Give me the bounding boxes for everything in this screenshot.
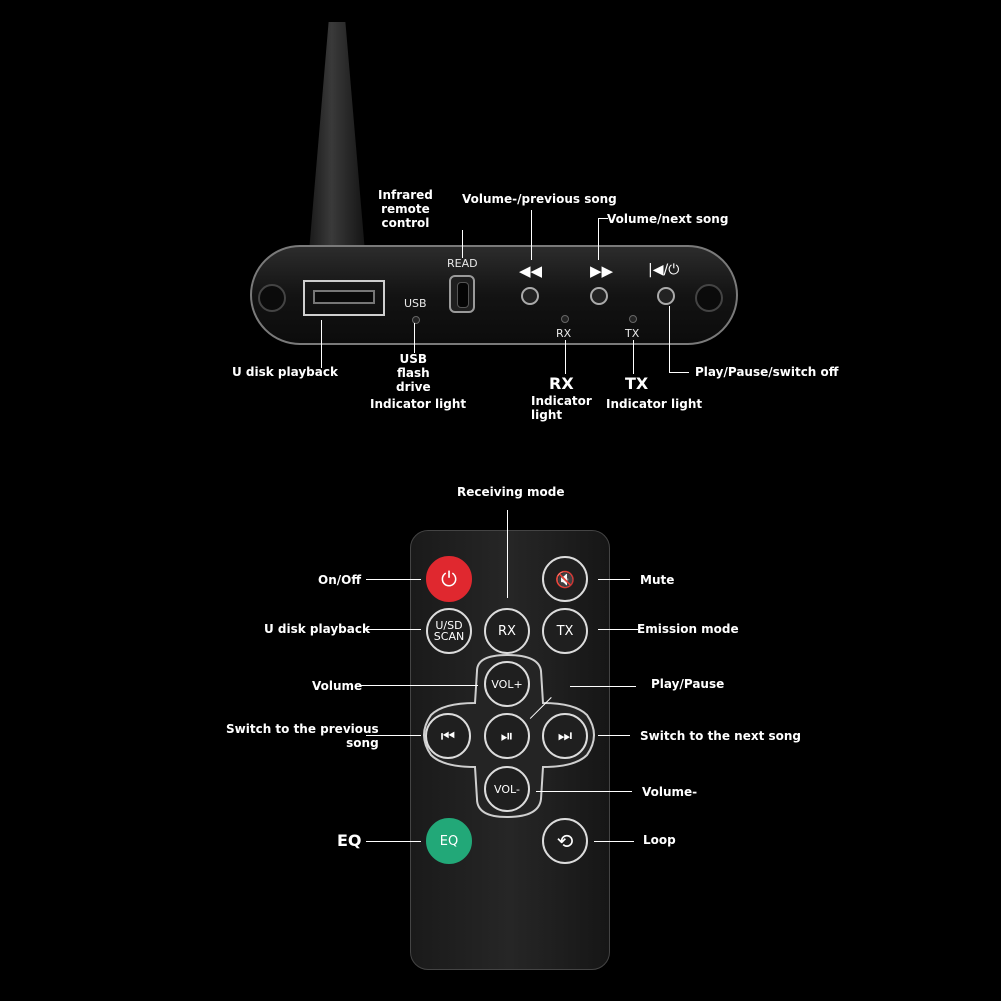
callout-line [570, 686, 636, 687]
read-switch[interactable] [449, 275, 475, 313]
label-rx-indicator: Indicator light [531, 394, 592, 422]
play-pause-button[interactable]: ⏯ [484, 713, 530, 759]
callout-line [507, 510, 508, 598]
callout-line [414, 323, 415, 353]
label-play-pause: Play/Pause [651, 677, 725, 691]
tx-led [629, 315, 637, 323]
label-volume-prev: Volume-/previous song [462, 192, 617, 206]
previous-song-button[interactable]: ⏮ [425, 713, 471, 759]
usb-port[interactable] [303, 280, 385, 316]
label-u-disk-remote: U disk playback [264, 622, 370, 636]
callout-line [366, 579, 421, 580]
vol-up-button[interactable]: VOL+ [484, 661, 530, 707]
callout-line [633, 340, 634, 374]
label-usb-flash: USB flash drive [396, 352, 431, 394]
label-receiving-mode: Receiving mode [457, 485, 565, 499]
tx-button[interactable]: TX [542, 608, 588, 654]
usb-text: USB [404, 297, 427, 310]
usd-scan-button[interactable]: U/SD SCAN [426, 608, 472, 654]
callout-line [598, 629, 638, 630]
callout-line [565, 340, 566, 374]
antenna [309, 22, 365, 252]
next-song-button[interactable]: ⏭ [542, 713, 588, 759]
left-screw [258, 284, 286, 312]
read-text: READ [447, 257, 478, 270]
callout-line [462, 230, 463, 258]
mute-button[interactable]: 🔇 [542, 556, 588, 602]
callout-line [598, 218, 608, 219]
label-rx-title: RX [549, 374, 574, 393]
rewind-icon: ◀◀ [519, 262, 543, 280]
label-volume-down: Volume- [642, 785, 698, 799]
callout-line [360, 685, 478, 686]
rx-text: RX [556, 327, 572, 340]
rx-led [561, 315, 569, 323]
label-infrared-remote: Infrared remote control [378, 188, 433, 230]
label-tx-indicator: Indicator light [606, 397, 703, 411]
right-screw [695, 284, 723, 312]
eq-button[interactable]: EQ [426, 818, 472, 864]
callout-line [366, 841, 421, 842]
callout-line [531, 210, 532, 260]
next-button[interactable] [590, 287, 608, 305]
rx-button[interactable]: RX [484, 608, 530, 654]
label-volume-next: Volume/next song [607, 212, 729, 226]
callout-line [536, 791, 632, 792]
loop-button[interactable]: ⟲ [542, 818, 588, 864]
callout-line [598, 218, 599, 260]
previous-button[interactable] [521, 287, 539, 305]
tx-text: TX [625, 327, 640, 340]
power-button[interactable]: ⏻ [426, 556, 472, 602]
play-pause-power-button[interactable] [657, 287, 675, 305]
label-u-disk: U disk playback [232, 365, 338, 379]
callout-line [669, 306, 670, 372]
label-mute: Mute [640, 573, 675, 587]
callout-line [598, 579, 630, 580]
label-on-off: On/Off [318, 573, 362, 587]
label-emission-mode: Emission mode [637, 622, 739, 636]
usb-indicator-led [412, 316, 420, 324]
callout-line [669, 372, 689, 373]
label-switch-next: Switch to the next song [640, 729, 802, 743]
label-switch-previous: Switch to the previous song [226, 722, 379, 750]
label-play-pause-off: Play/Pause/switch off [695, 365, 839, 379]
label-loop: Loop [643, 833, 676, 847]
callout-line [321, 320, 322, 368]
fast-forward-icon: ▶▶ [590, 262, 614, 280]
callout-line [598, 735, 630, 736]
label-volume-up: Volume [312, 679, 363, 693]
label-eq: EQ [337, 831, 362, 850]
label-usb-indicator: Indicator light [370, 397, 467, 411]
play-power-icon: |◀/⏻ [648, 262, 680, 278]
callout-line [366, 629, 421, 630]
vol-down-button[interactable]: VOL- [484, 766, 530, 812]
label-tx-title: TX [625, 374, 649, 393]
callout-line [594, 841, 634, 842]
callout-line [366, 735, 421, 736]
